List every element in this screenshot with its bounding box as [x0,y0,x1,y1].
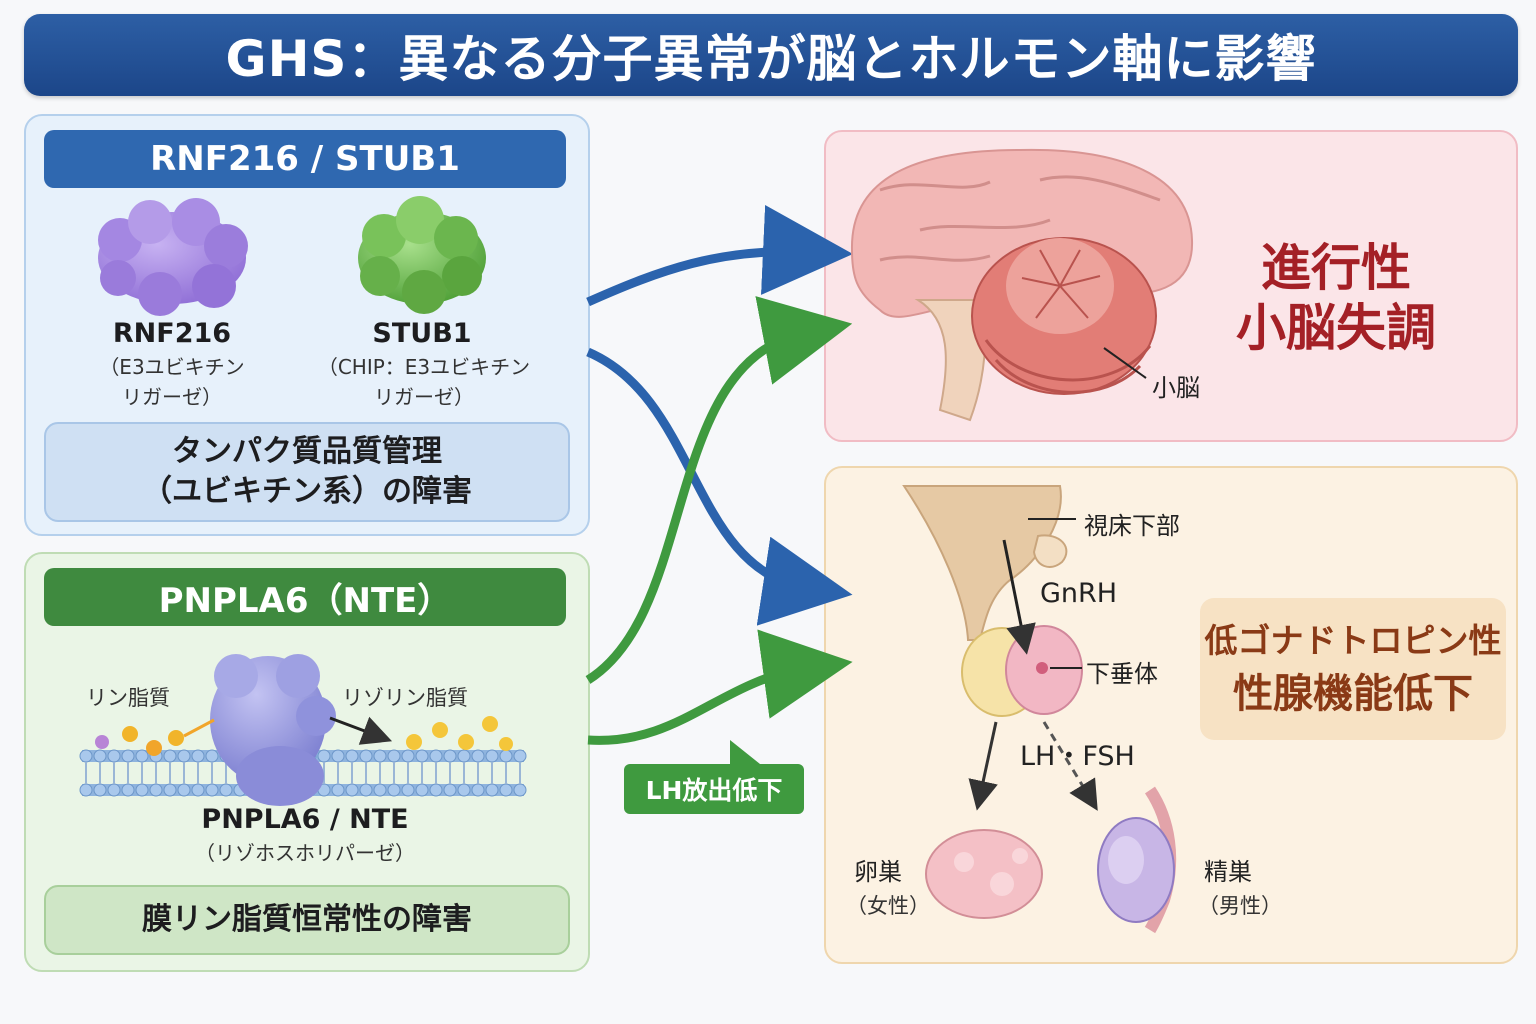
hypogonadism-result-line1: 低ゴナドトロピン性 [1204,621,1502,660]
ubiquitin-defect-box: タンパク質品質管理 （ユビキチン系）の障害 [44,422,570,522]
pnpla6-defect-text: 膜リン脂質恒常性の障害 [142,902,472,937]
ataxia-result-line1: 進行性 [1261,239,1411,297]
gnrh-arrow [1002,539,1036,655]
pnpla6-to-cerebellum-arrow [585,296,853,684]
reaction-arrow [329,716,393,745]
lh-fsh-testis-arrow [1042,721,1098,811]
pnpla6-protein-icon [210,654,336,806]
stub1-desc-1: （CHIP：E3ユビキチン [317,355,531,379]
hypothalamus-label: 視床下部 [1084,512,1180,540]
pnpla6-defect-box: 膜リン脂質恒常性の障害 [44,885,570,955]
testis-sex-label: （男性） [1198,894,1282,918]
lysophospholipid-icon [406,716,513,751]
pnpla6-to-hormone-arrow [587,629,853,745]
cerebellum-icon [971,237,1157,395]
ub-to-hormone-arrow [586,347,853,626]
pituitary-icon [961,625,1083,717]
rnf216-protein-icon [98,198,248,316]
cerebellum-pointer [1103,347,1147,379]
lh-fsh-ovary-arrow [968,721,998,811]
ovary-icon [925,829,1043,919]
cerebellum-label: 小脳 [1152,374,1200,402]
ovary-sex-label: （女性） [846,894,930,918]
ovary-label: 卵巣 [854,858,902,886]
lh-release-badge: LH放出低下 [624,764,804,814]
phospholipid-label: リン脂質 [86,686,170,710]
rnf216-desc-2: リガーゼ） [122,385,222,409]
pnpla6-protein-name: PNPLA6 / NTE [201,804,409,835]
ubiquitin-defect-line2: （ユビキチン系）の障害 [142,474,472,509]
gnrh-label: GnRH [1040,578,1118,609]
ubiquitin-defect-line1: タンパク質品質管理 [172,434,442,469]
pituitary-label: 下垂体 [1086,660,1158,688]
hypogonadism-result-line2: 性腺機能低下 [1233,671,1473,717]
ub-to-cerebellum-arrow [586,205,853,307]
hypogonadism-result-box: 低ゴナドトロピン性 性腺機能低下 [1200,598,1506,740]
lysophospholipid-label: リゾリン脂質 [342,686,468,710]
stub1-name: STUB1 [372,318,472,349]
ataxia-result-line2: 小脳失調 [1236,299,1436,357]
hypothalamus-icon [902,485,1068,641]
pnpla6-protein-desc: （リゾホスホリパーゼ） [195,841,415,865]
pnpla6-panel-header: PNPLA6（NTE） [44,568,566,626]
rnf216-name: RNF216 [112,318,232,349]
stub1-protein-icon [358,196,486,314]
lh-badge-arrow [730,740,760,764]
title-banner: GHS：異なる分子異常が脳とホルモン軸に影響 [24,14,1518,96]
rnf216-desc-1: （E3ユビキチン [99,355,245,379]
testis-icon [1097,786,1177,934]
lh-fsh-label: LH・FSH [1020,741,1135,772]
phospholipid-icon [95,718,215,756]
testis-label: 精巣 [1204,858,1252,886]
page-title: GHS：異なる分子異常が脳とホルモン軸に影響 [225,30,1317,88]
ubiquitin-panel-header: RNF216 / STUB1 [44,130,566,188]
stub1-desc-2: リガーゼ） [374,385,474,409]
